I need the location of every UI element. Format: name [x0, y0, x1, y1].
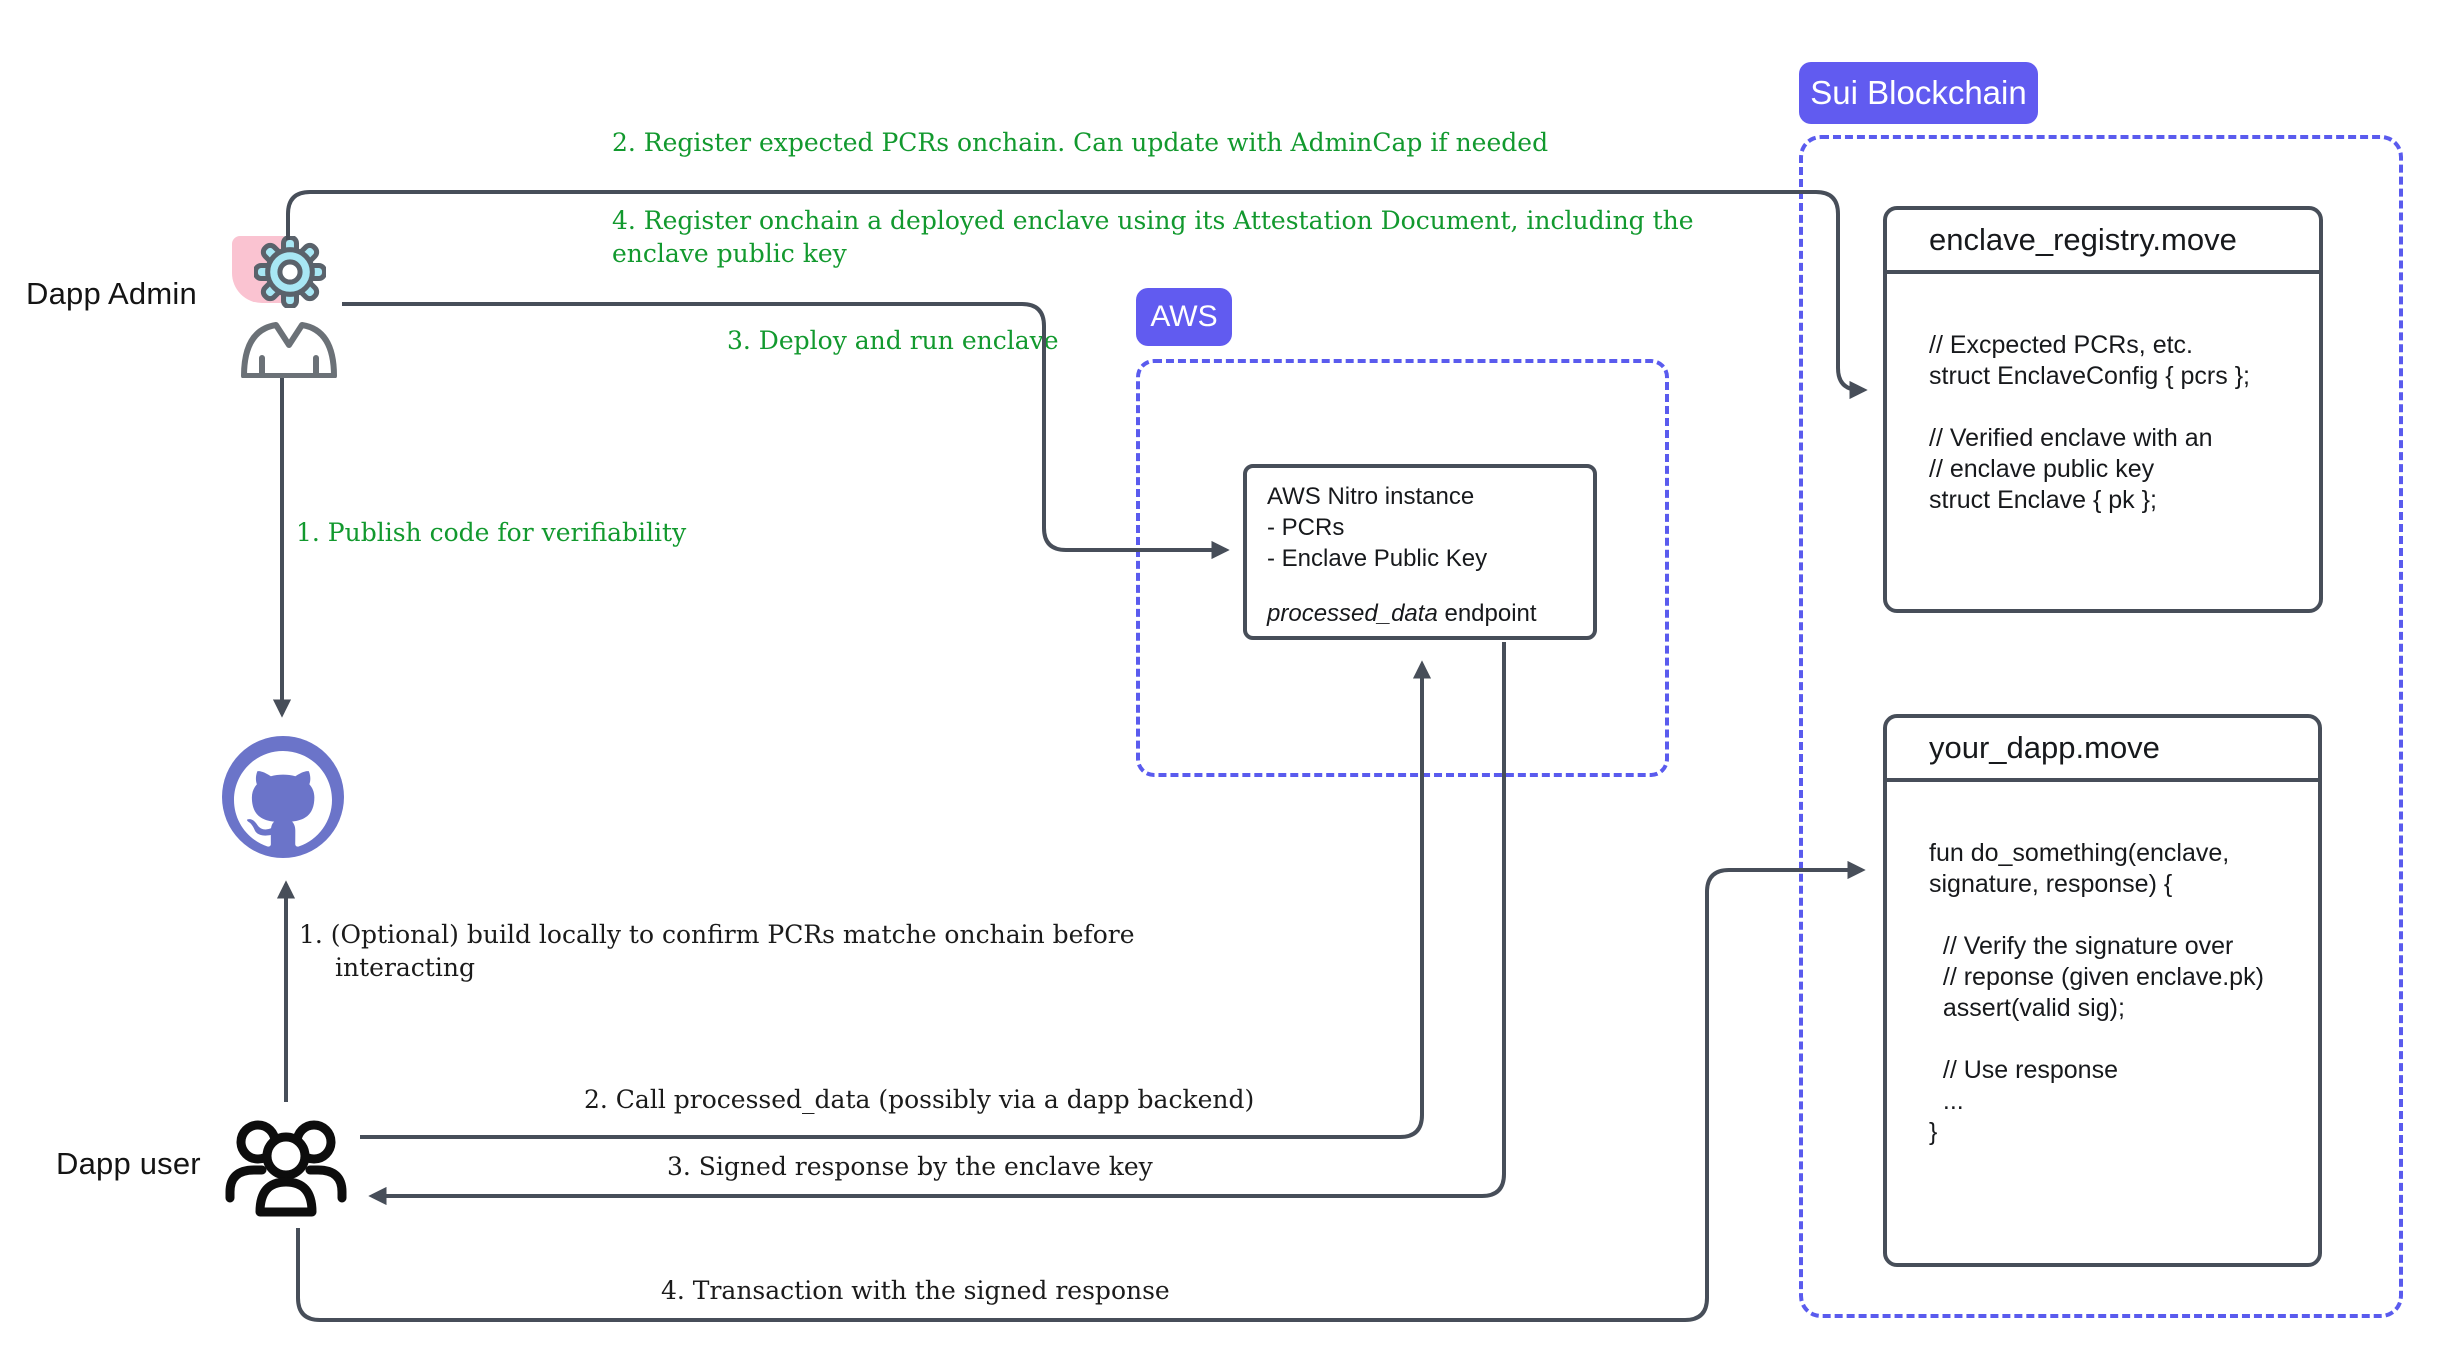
- code-line: // Excpected PCRs, etc.: [1929, 331, 2193, 359]
- code-line: ...: [1929, 1087, 1964, 1115]
- annotation-call-processed-data: 2. Call processed_data (possibly via a d…: [584, 1085, 1255, 1114]
- code-line: struct EnclaveConfig { pcrs };: [1929, 362, 2250, 390]
- code-line: // Verify the signature over: [1929, 932, 2234, 960]
- annotation-transaction: 4. Transaction with the signed response: [661, 1276, 1170, 1305]
- nitro-gap: [1267, 575, 1585, 599]
- annotation-build-locally-line1: 1. (Optional) build locally to confirm P…: [299, 920, 1135, 949]
- sui-blockchain-boundary-box: [1799, 135, 2403, 1318]
- dapp-user-label: Dapp user: [56, 1146, 201, 1181]
- annotation-build-locally-line2: interacting: [335, 953, 475, 982]
- nitro-endpoint: processed_data endpoint: [1267, 599, 1585, 630]
- nitro-enclave-public-key: - Enclave Public Key: [1267, 545, 1488, 572]
- code-line: // Verified enclave with an: [1929, 424, 2213, 452]
- annotation-publish-code: 1. Publish code for verifiability: [296, 518, 687, 547]
- nitro-title: AWS Nitro instance: [1267, 483, 1475, 510]
- dapp-admin-label: Dapp Admin: [26, 276, 197, 311]
- annotation-register-enclave: 4. Register onchain a deployed enclave u…: [612, 204, 1694, 270]
- annotation-register-enclave-line1: 4. Register onchain a deployed enclave u…: [612, 206, 1694, 235]
- nitro-endpoint-suffix: endpoint: [1437, 600, 1537, 627]
- code-line: // Use response: [1929, 1056, 2118, 1084]
- github-icon: [222, 736, 344, 858]
- aws-tag: AWS: [1136, 288, 1232, 346]
- code-line: }: [1929, 1118, 1938, 1146]
- enclave-registry-box: enclave_registry.move // Excpected PCRs,…: [1883, 206, 2323, 613]
- code-line: // enclave public key: [1929, 455, 2155, 483]
- annotation-signed-response: 3. Signed response by the enclave key: [667, 1152, 1153, 1181]
- aws-nitro-instance-box: AWS Nitro instance - PCRs - Enclave Publ…: [1243, 464, 1597, 640]
- code-line: [1929, 900, 2310, 931]
- code-line: [1929, 1024, 2310, 1055]
- annotation-register-pcrs: 2. Register expected PCRs onchain. Can u…: [612, 128, 1549, 157]
- your-dapp-title: your_dapp.move: [1887, 718, 2318, 782]
- code-line: struct Enclave { pk };: [1929, 486, 2157, 514]
- your-dapp-box: your_dapp.move fun do_something(enclave,…: [1883, 714, 2322, 1267]
- nitro-endpoint-name: processed_data: [1267, 600, 1438, 627]
- code-line: // reponse (given enclave.pk): [1929, 963, 2264, 991]
- nitro-pcrs: - PCRs: [1267, 514, 1345, 541]
- admin-person-icon: [241, 322, 337, 378]
- code-line: [1929, 392, 2311, 423]
- sui-blockchain-tag: Sui Blockchain: [1799, 62, 2038, 124]
- enclave-registry-title: enclave_registry.move: [1887, 210, 2319, 274]
- annotation-build-locally: 1. (Optional) build locally to confirm P…: [299, 918, 1135, 984]
- dapp-user-group-icon: [225, 1120, 347, 1217]
- annotation-deploy-enclave: 3. Deploy and run enclave: [727, 326, 1059, 355]
- annotation-register-enclave-line2: enclave public key: [612, 239, 847, 268]
- code-line: fun do_something(enclave,: [1929, 839, 2230, 867]
- code-line: signature, response) {: [1929, 870, 2173, 898]
- code-line: assert(valid sig);: [1929, 994, 2125, 1022]
